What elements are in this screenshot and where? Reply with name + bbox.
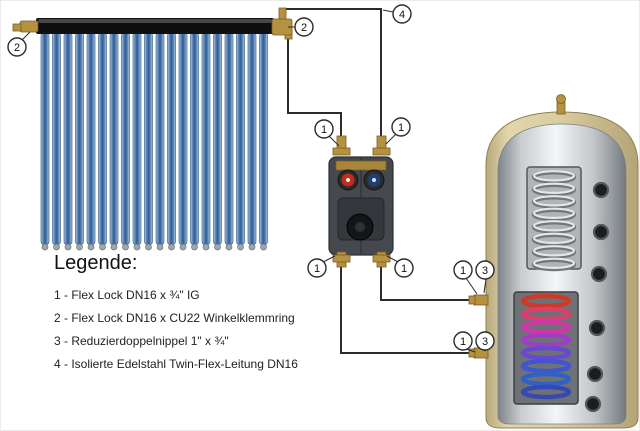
tank-upper-coil [526,166,582,269]
legend-item-4: 4 - Isolierte Edelstahl Twin-Flex-Leitun… [54,357,298,371]
callout-label: 1 [314,263,320,275]
gauge-red [337,169,359,191]
callout-collector-left-fitting: 2 [7,31,31,57]
pump-brass-manifold [335,160,387,171]
pump-bottom-right-fitting [372,251,391,268]
callout-tank-lower-3: 3 [475,331,495,352]
callout-label: 2 [301,22,307,34]
legend-item-2: 2 - Flex Lock DN16 x CU22 Winkelklemmrin… [54,311,295,325]
legend-item-3: 3 - Reduzierdoppelnippel 1" x ¾" [54,334,229,348]
callout-tank-upper-1: 1 [453,260,478,295]
callout-label: 1 [398,122,404,134]
legend-title: Legende: [54,252,138,274]
callout-pump-top-right: 1 [385,117,411,145]
pipe-tank-supply [380,254,480,301]
callout-tank-lower-1: 1 [453,331,476,353]
pump-top-right-fitting [372,135,391,156]
pump-bottom-left-fitting [332,251,351,268]
collector-manifold-highlight [38,19,272,23]
tank-top-vent [556,94,566,115]
callout-pump-top-left: 1 [314,119,340,147]
callout-label: 1 [401,263,407,275]
pipe-tank-return [340,254,480,354]
callout-label: 3 [482,265,488,277]
tank-ports [584,181,610,413]
collector-tubes [40,31,268,251]
gauge-blue [363,169,385,191]
pump-station [328,135,394,268]
callouts: 2 2 4 1 1 1 1 [7,4,495,353]
callout-label: 1 [321,124,327,136]
collector-left-fitting [12,20,39,33]
legend-item-1: 1 - Flex Lock DN16 x ¾" IG [54,288,200,302]
callout-label: 4 [399,9,405,21]
solar-collector [12,7,293,251]
callout-label: 1 [460,336,466,348]
callout-collector-right-fitting: 2 [288,17,314,37]
collector-right-fitting [271,7,293,40]
tank-lower-coil [513,291,579,405]
pipe-collector-return [287,30,342,142]
callout-tank-upper-3: 3 [475,260,495,294]
storage-tank [468,94,639,429]
legend: Legende: 1 - Flex Lock DN16 x ¾" IG 2 - … [54,252,354,380]
piping [281,8,480,354]
callout-twinflex-line: 4 [382,4,412,24]
callout-label: 1 [460,265,466,277]
pump-top-left-fitting [332,135,351,156]
pump-head [346,213,374,241]
callout-label: 2 [14,42,20,54]
callout-pump-bottom-right: 1 [386,255,414,278]
callout-label: 3 [482,336,488,348]
callout-pump-bottom-left: 1 [307,255,336,278]
tank-upper-connection-fitting [468,294,489,306]
